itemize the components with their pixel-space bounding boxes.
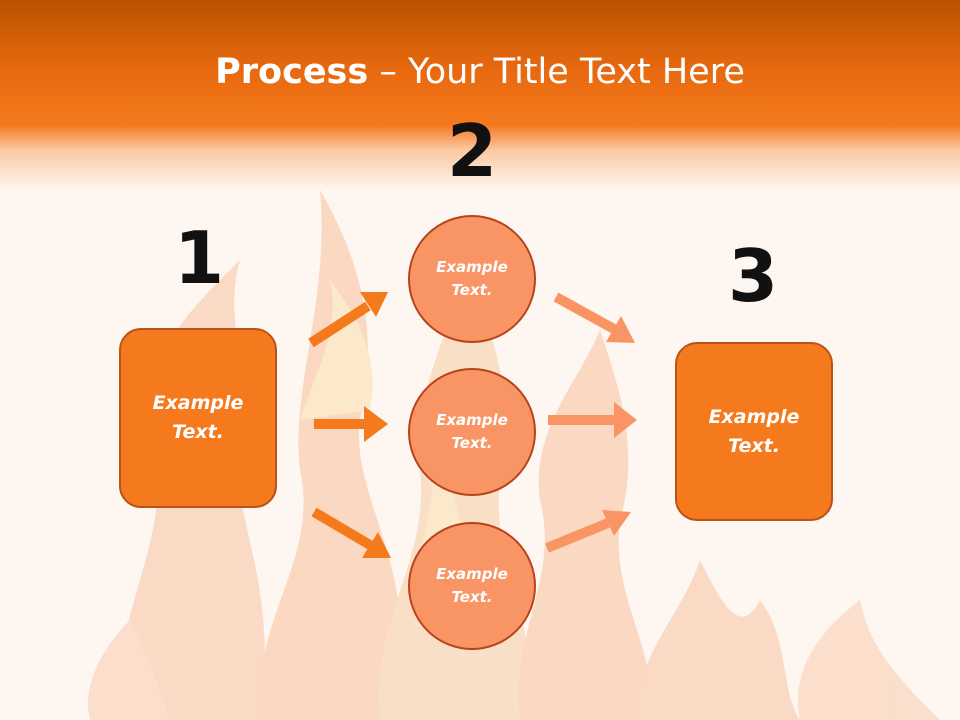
step-3-line-2: Text. <box>728 434 780 457</box>
step-3-box: Example Text. <box>675 342 833 521</box>
title-rest: – Your Title Text Here <box>368 52 745 92</box>
arrow-circle-2-to-3 <box>548 402 637 438</box>
page-title: Process – Your Title Text Here <box>0 52 960 92</box>
step-3-line-1: Example <box>708 405 800 428</box>
circle-bottom-line-2: Text. <box>451 588 493 606</box>
arrow-1-to-circle-1 <box>308 292 388 348</box>
step-number-1: 1 <box>173 216 225 300</box>
circle-middle-line-1: Example <box>436 411 508 429</box>
step-number-2: 2 <box>446 109 498 193</box>
step-1-line-2: Text. <box>172 421 224 443</box>
title-bold: Process <box>215 52 369 92</box>
step-1-text: Example Text. <box>153 389 244 447</box>
step-3-text: Example Text. <box>709 403 800 461</box>
arrow-circle-3-to-3 <box>545 510 631 553</box>
step-1-line-1: Example <box>152 392 244 414</box>
circle-top-line-2: Text. <box>451 281 493 299</box>
circle-bottom-line-1: Example <box>436 565 508 583</box>
arrow-circle-1-to-3 <box>553 292 635 343</box>
step-1-box: Example Text. <box>119 328 277 508</box>
arrow-1-to-circle-2 <box>314 406 388 442</box>
header-band <box>0 0 960 190</box>
arrow-1-to-circle-3 <box>311 507 391 558</box>
step-2-circle-middle: Example Text. <box>408 368 536 496</box>
circle-top-line-1: Example <box>436 258 508 276</box>
step-number-3: 3 <box>727 234 779 318</box>
step-2-circle-bottom: Example Text. <box>408 522 536 650</box>
circle-middle-line-2: Text. <box>451 434 493 452</box>
step-2-circle-top: Example Text. <box>408 215 536 343</box>
